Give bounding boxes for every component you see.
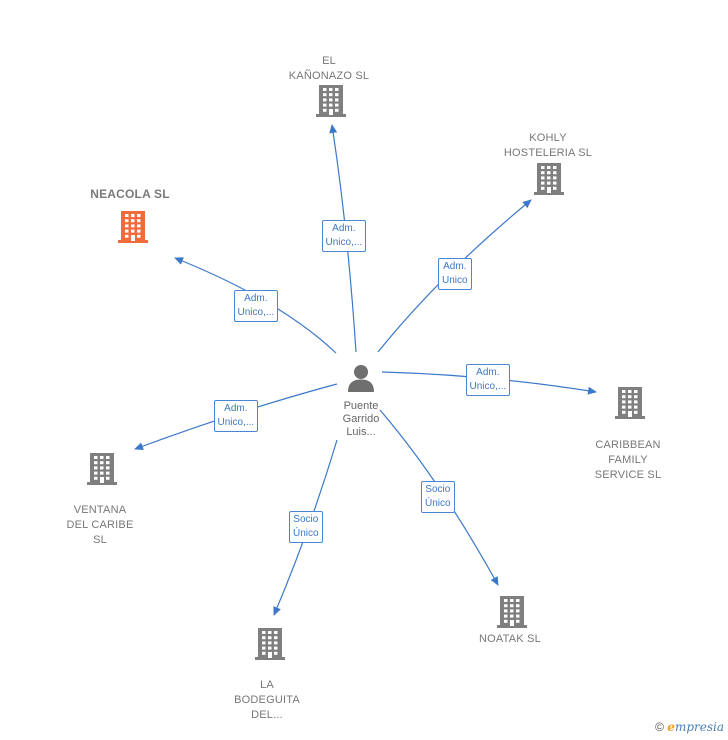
edge-label-kohly[interactable]: Adm. Unico — [438, 258, 472, 290]
edge-label-kanonazo[interactable]: Adm. Unico,... — [321, 220, 367, 252]
company-label-noatak[interactable]: NOATAK SL — [479, 633, 541, 645]
building-icon[interactable] — [497, 594, 527, 633]
edge-label-caribbean[interactable]: Adm. Unico,... — [465, 364, 511, 396]
edge-label-noatak[interactable]: Socio Único — [421, 481, 455, 513]
building-icon[interactable] — [255, 626, 285, 665]
edge-label-bodeguita[interactable]: Socio Único — [289, 511, 323, 543]
building-icon[interactable] — [316, 83, 346, 122]
empresia-credit: © empresia — [655, 720, 724, 734]
building-icon[interactable] — [534, 161, 564, 200]
building-icon[interactable] — [87, 451, 117, 490]
company-label-ventana[interactable]: VENTANA DEL CARIBE SL — [66, 504, 134, 546]
building-icon[interactable] — [615, 385, 645, 424]
company-label-bodeguita[interactable]: LA BODEGUITA DEL... — [234, 679, 300, 721]
building-icon[interactable] — [118, 209, 148, 248]
company-label-kohly[interactable]: KOHLY HOSTELERIA SL — [503, 132, 593, 159]
edge-label-ventana[interactable]: Adm. Unico,... — [213, 400, 259, 432]
empresia-logo[interactable]: empresia — [667, 720, 724, 734]
person-name-label[interactable]: Puente Garrido Luis... — [342, 400, 380, 438]
company-label-caribbean[interactable]: CARIBBEAN FAMILY SERVICE SL — [594, 439, 662, 481]
edge-label-neacola[interactable]: Adm. Unico,... — [233, 290, 279, 322]
company-label-kanonazo[interactable]: EL KAÑONAZO SL — [288, 55, 370, 82]
copyright-symbol: © — [655, 720, 664, 734]
person-icon[interactable] — [346, 363, 376, 398]
company-label-neacola[interactable]: NEACOLA SL — [90, 187, 170, 201]
